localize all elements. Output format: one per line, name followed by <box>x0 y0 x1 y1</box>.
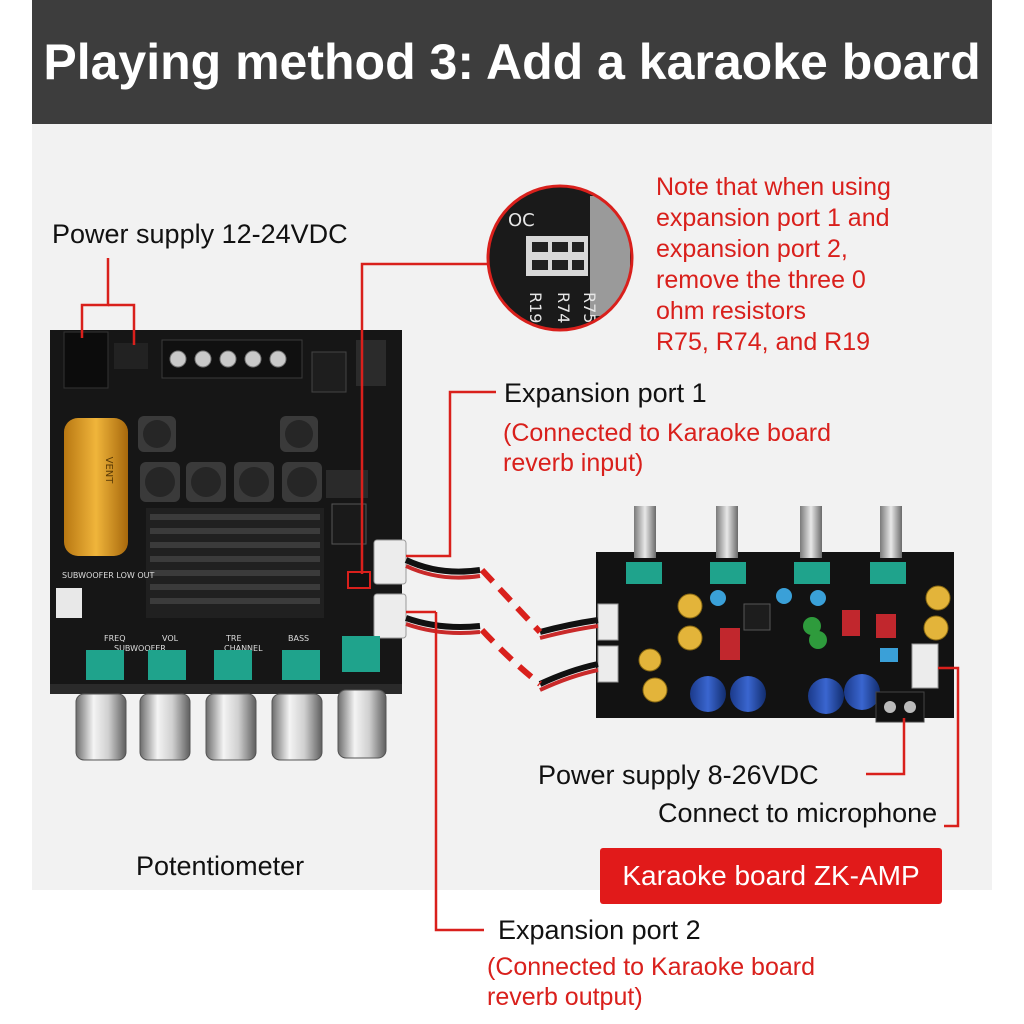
capacitor-text: VENT <box>103 457 114 485</box>
note-line: ohm resistors <box>656 297 807 325</box>
inset-r75: R75 <box>580 292 599 323</box>
subwoofer-out-port <box>56 588 82 618</box>
inductors <box>138 416 322 502</box>
expansion-port-1-connector <box>373 539 407 585</box>
dashed-link-1 <box>479 567 543 635</box>
karaoke-input-connector <box>597 603 619 641</box>
power-header <box>114 343 148 369</box>
karaoke-board <box>596 506 954 723</box>
header-bar: Playing method 3: Add a karaoke board <box>32 0 992 124</box>
port1-note-line1: (Connected to Karaoke board <box>503 419 831 447</box>
karaoke-knob-shafts <box>634 506 902 558</box>
label-potentiometer: Potentiometer <box>136 851 305 881</box>
silkscreen-vol: VOL <box>162 634 179 643</box>
note-line: Note that when using <box>656 173 891 201</box>
karaoke-gold-capacitors <box>638 585 951 703</box>
port1-note-line2: reverb input) <box>503 449 644 477</box>
expansion-port-2-connector <box>373 593 407 639</box>
karaoke-blue-capacitors <box>690 674 880 714</box>
resistor-zoom-inset: OC R19 R74 R75 <box>486 184 634 332</box>
silkscreen-bass: BASS <box>288 634 309 643</box>
port2-note-line2: reverb output) <box>487 983 643 1011</box>
label-expansion-port-1: Expansion port 1 <box>504 378 707 408</box>
silkscreen-channel: CHANNEL <box>224 644 263 653</box>
note-line: R75, R74, and R19 <box>656 328 871 356</box>
karaoke-pot-bodies <box>626 562 906 584</box>
karaoke-power-terminal <box>875 691 925 723</box>
dashed-link-2 <box>479 627 542 687</box>
silkscreen-subwoofer-low-out: SUBWOOFER LOW OUT <box>62 571 154 580</box>
audio-jack <box>356 340 386 386</box>
silkscreen-freq: FREQ <box>104 634 126 643</box>
note-line: expansion port 2, <box>656 235 848 263</box>
karaoke-output-connector <box>597 645 619 683</box>
inset-r19: R19 <box>526 292 545 323</box>
resistor-note: Note that when using expansion port 1 an… <box>656 172 946 358</box>
inset-letters: OC <box>508 210 535 231</box>
resistor-pads <box>347 571 371 589</box>
note-line: expansion port 1 and <box>656 204 890 232</box>
bluetooth-antenna <box>311 351 347 393</box>
heatsink <box>146 508 324 618</box>
microphone-connector <box>911 643 939 689</box>
label-microphone: Connect to microphone <box>658 798 938 828</box>
electrolytic-capacitor <box>64 418 128 556</box>
wires <box>404 557 599 692</box>
inset-r74: R74 <box>554 292 573 323</box>
main-amplifier-board: VENT <box>50 330 407 761</box>
callout-lines <box>80 258 960 932</box>
label-expansion-port-2: Expansion port 2 <box>498 915 701 945</box>
page-title: Playing method 3: Add a karaoke board <box>43 34 981 90</box>
dc-jack <box>63 331 109 389</box>
port2-note-line1: (Connected to Karaoke board <box>487 953 815 981</box>
board-edge <box>50 684 402 694</box>
chrome-knobs <box>75 689 387 761</box>
silkscreen-tre: TRE <box>225 634 242 643</box>
karaoke-small-parts <box>710 588 898 662</box>
label-power-karaoke: Power supply 8-26VDC <box>538 760 819 790</box>
potentiometer-bodies <box>86 636 380 680</box>
label-power-main: Power supply 12-24VDC <box>52 219 348 249</box>
silkscreen-subwoofer: SUBWOOFER <box>114 644 166 653</box>
terminal-screws <box>169 350 287 368</box>
note-line: remove the three 0 <box>656 266 866 294</box>
small-capacitor <box>331 503 367 545</box>
karaoke-board-badge: Karaoke board ZK-AMP <box>600 848 942 904</box>
